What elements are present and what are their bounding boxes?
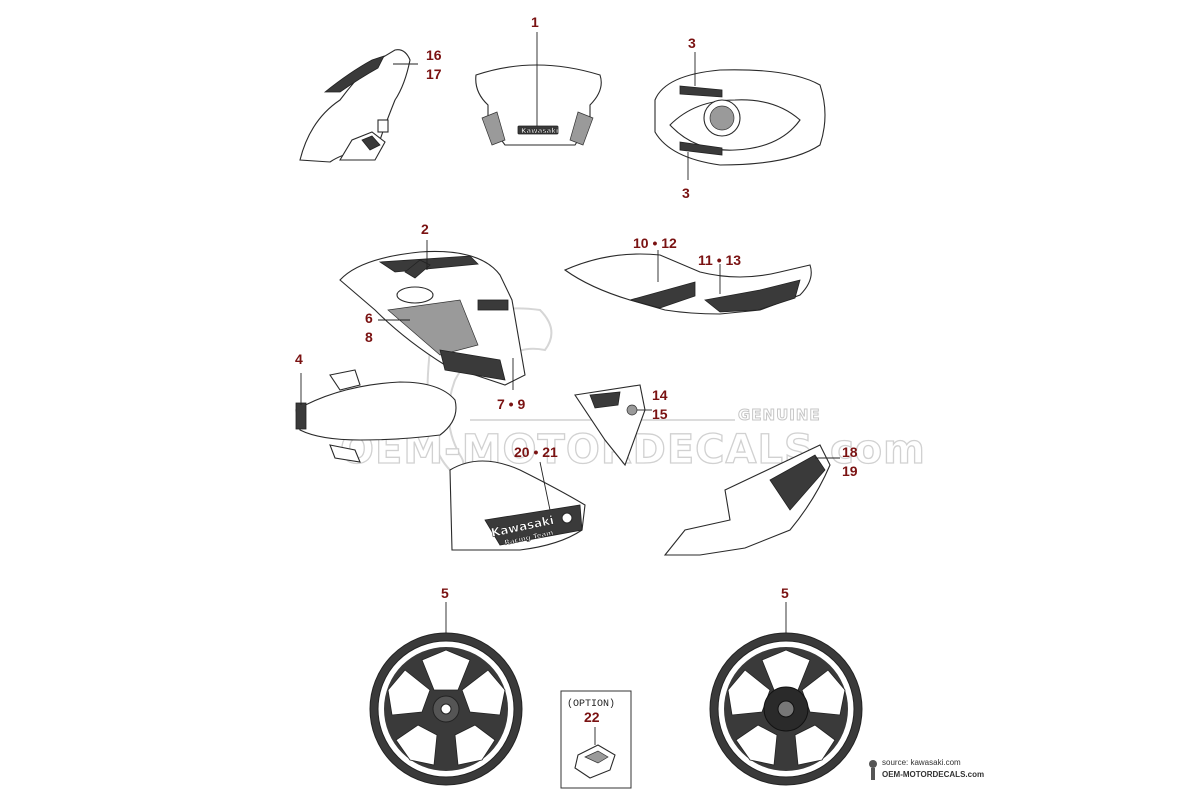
source-logo-icon: [869, 760, 877, 780]
callout-19: 19: [842, 463, 858, 479]
side-panel-part: [574, 384, 652, 467]
callout-3-top: 3: [688, 35, 696, 51]
callout-7-9: 7 • 9: [497, 396, 525, 412]
callout-6: 6: [365, 310, 373, 326]
callout-8: 8: [365, 329, 373, 345]
front-wheel-part: [369, 602, 523, 786]
callout-2: 2: [421, 221, 429, 237]
callout-14: 14: [652, 387, 668, 403]
callout-1: 1: [531, 14, 539, 30]
callout-16: 16: [426, 47, 442, 63]
callout-18: 18: [842, 444, 858, 460]
option-box: (OPTION) 22: [560, 690, 632, 789]
upper-cowl-part: [299, 49, 418, 163]
option-bracket-part: [574, 744, 616, 779]
callout-5-front: 5: [441, 585, 449, 601]
source-site: OEM-MOTORDECALS.com: [882, 770, 984, 779]
callout-10-12: 10 • 12: [633, 235, 677, 251]
callout-17: 17: [426, 66, 442, 82]
callout-15: 15: [652, 406, 668, 422]
lower-fairing-part: Kawasaki Racing Team: [449, 460, 586, 551]
side-fairing-part: [339, 240, 526, 390]
callout-3-bottom: 3: [682, 185, 690, 201]
fuel-tank-part: [654, 52, 826, 180]
callout-4: 4: [295, 351, 303, 367]
windscreen-decal: Kawasaki: [521, 127, 558, 135]
callout-20-21: 20 • 21: [514, 444, 558, 460]
callout-22: 22: [584, 709, 600, 725]
front-fender-part: [295, 369, 457, 463]
under-cowl-part: [663, 444, 840, 556]
option-label: (OPTION): [567, 698, 615, 710]
source-credit: source: kawasaki.com OEM-MOTORDECALS.com: [869, 758, 984, 780]
callout-5-rear: 5: [781, 585, 789, 601]
callout-11-13: 11 • 13: [698, 252, 741, 268]
source-line: source: kawasaki.com: [882, 758, 961, 767]
rear-wheel-part: [709, 602, 863, 786]
windscreen-part: Kawasaki: [475, 32, 602, 146]
watermark-genuine: GENUINE: [738, 406, 821, 424]
seat-cowl-part: [563, 250, 812, 315]
